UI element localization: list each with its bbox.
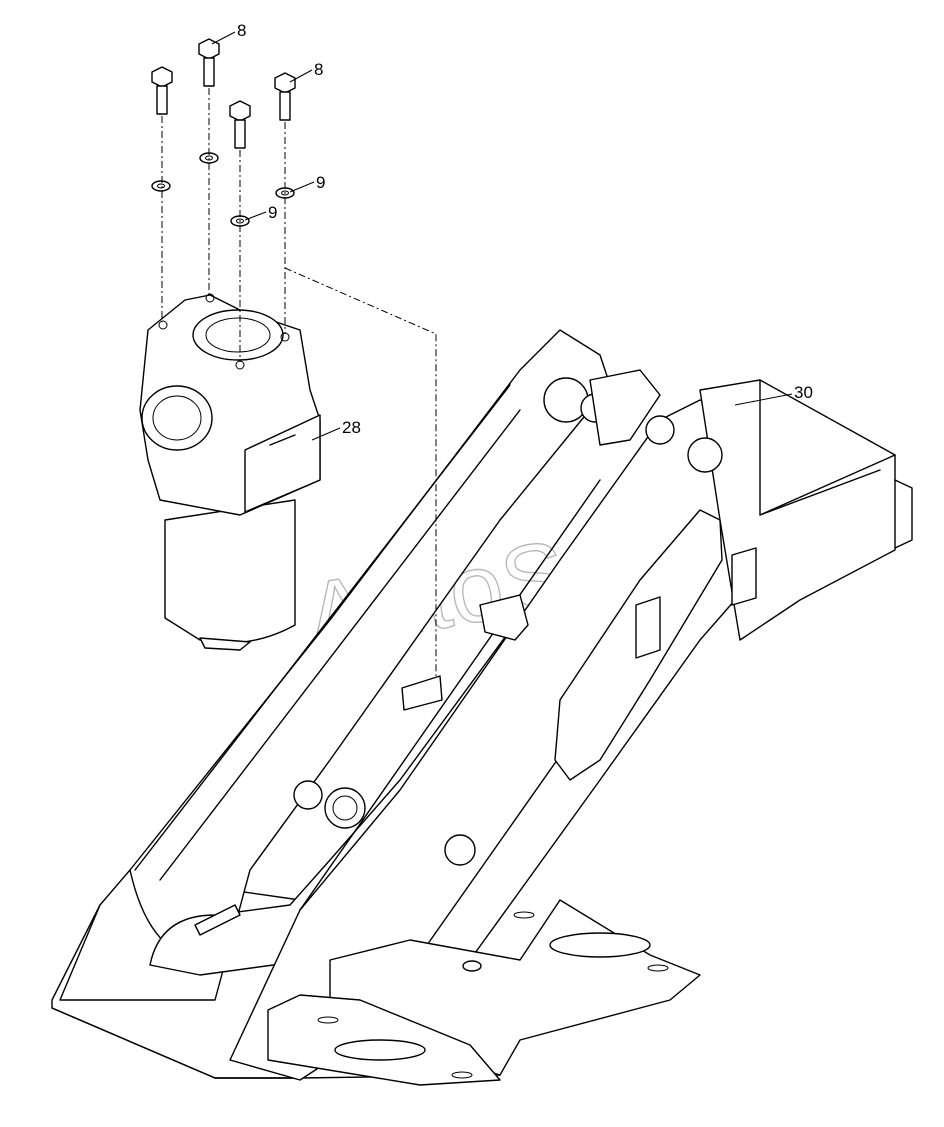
bolt-1 [151, 66, 173, 115]
callout-28: 28 [342, 418, 361, 437]
callout-8-upper: 8 [237, 21, 246, 40]
leader-lines [211, 31, 793, 441]
boom-frame [51, 329, 913, 1086]
callout-9-right: 9 [316, 173, 325, 192]
part-callouts: 8 8 9 9 28 30 [237, 21, 813, 437]
callout-8-right: 8 [314, 60, 323, 79]
callout-30: 30 [794, 383, 813, 402]
assembly-centerlines [161, 88, 437, 676]
callout-9-left: 9 [268, 203, 277, 222]
bolts [151, 38, 296, 149]
bolt-2 [198, 38, 220, 87]
bolt-4 [274, 72, 296, 121]
filter-housing [139, 293, 321, 651]
bolt-3 [229, 100, 251, 149]
